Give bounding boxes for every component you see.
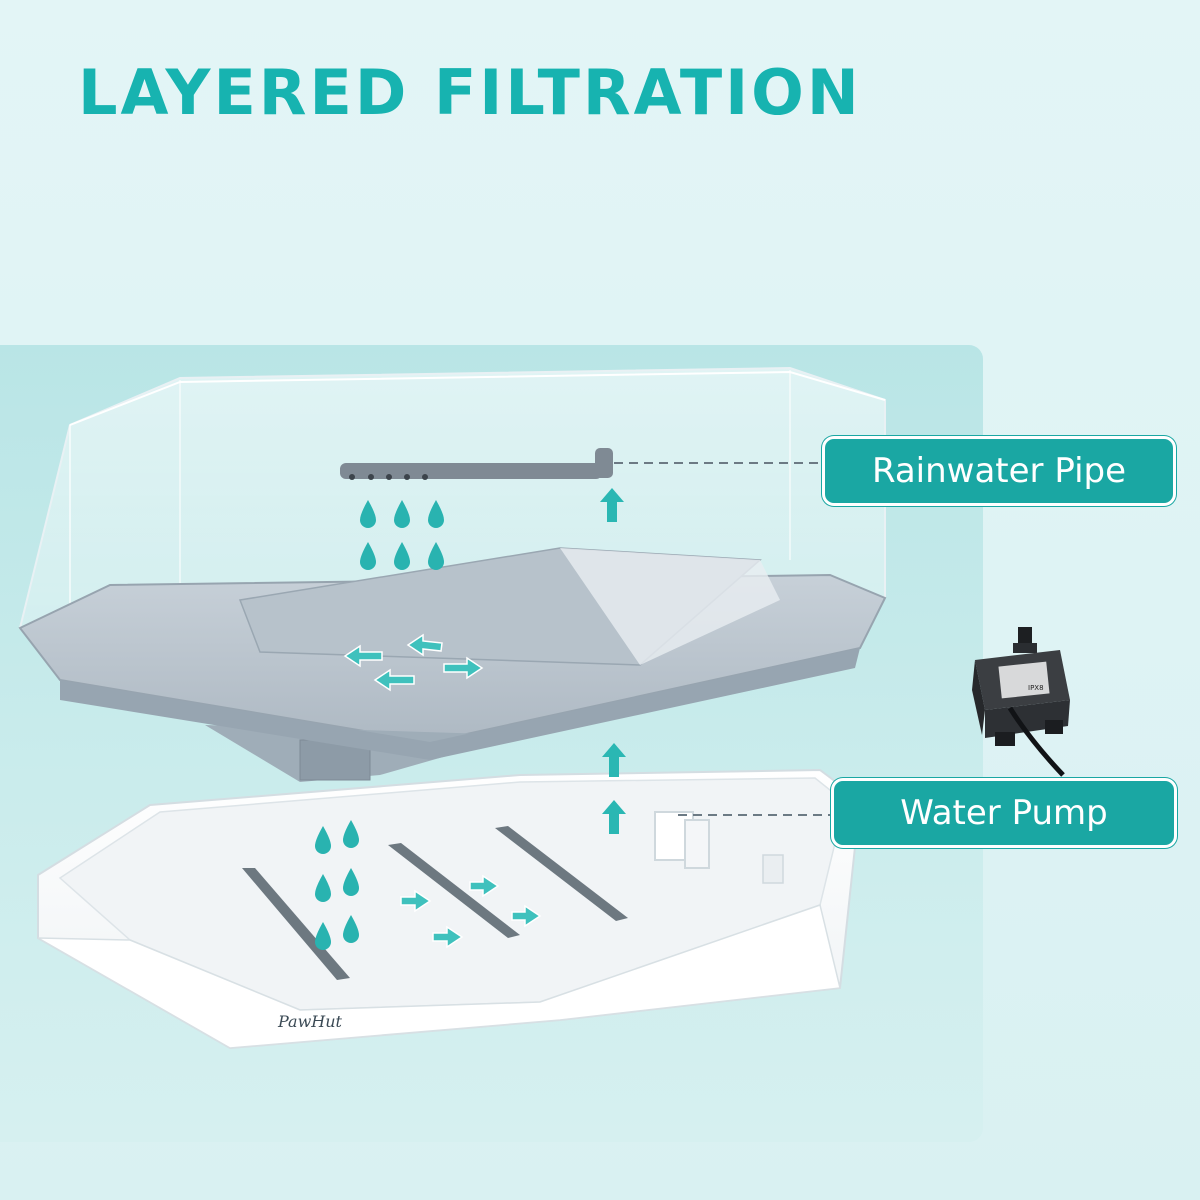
water-drop-icon [394, 500, 410, 528]
flow-arrow-icon [511, 904, 542, 928]
water-drop-icon [428, 542, 444, 570]
filter-tray [18, 547, 887, 782]
base-tank [37, 768, 862, 1050]
flow-arrow-icon [469, 874, 500, 898]
page-title: LAYERED FILTRATION [78, 56, 862, 129]
rainwater-pipe [340, 448, 613, 480]
water-drop-icon [343, 915, 359, 943]
up-arrow-icon [602, 743, 626, 777]
rainwater-pipe-callout: Rainwater Pipe [822, 436, 1176, 506]
flow-arrow-icon [343, 644, 383, 668]
water-drop-icon [360, 542, 376, 570]
water-drop-icon [343, 820, 359, 848]
flow-arrow-icon [400, 889, 432, 913]
up-arrow-icon [600, 488, 624, 522]
pump-rating-label: IPX8 [1028, 684, 1044, 692]
water-drop-icon [315, 922, 331, 950]
water-drop-icon [315, 874, 331, 902]
flow-arrow-icon [406, 633, 443, 657]
water-drop-icon [315, 826, 331, 854]
water-pump-callout: Water Pump [831, 778, 1177, 848]
brand-logo: PawHut [277, 1012, 343, 1031]
flow-arrow-icon [373, 668, 415, 692]
water-drop-icon [343, 868, 359, 896]
flow-arrow-icon [432, 925, 464, 949]
flow-arrow-icon [443, 656, 484, 680]
water-pump: IPX8 [972, 627, 1070, 777]
water-drop-icon [394, 542, 410, 570]
up-arrow-icon [602, 800, 626, 834]
water-drop-icon [428, 500, 444, 528]
water-drop-icon [360, 500, 376, 528]
